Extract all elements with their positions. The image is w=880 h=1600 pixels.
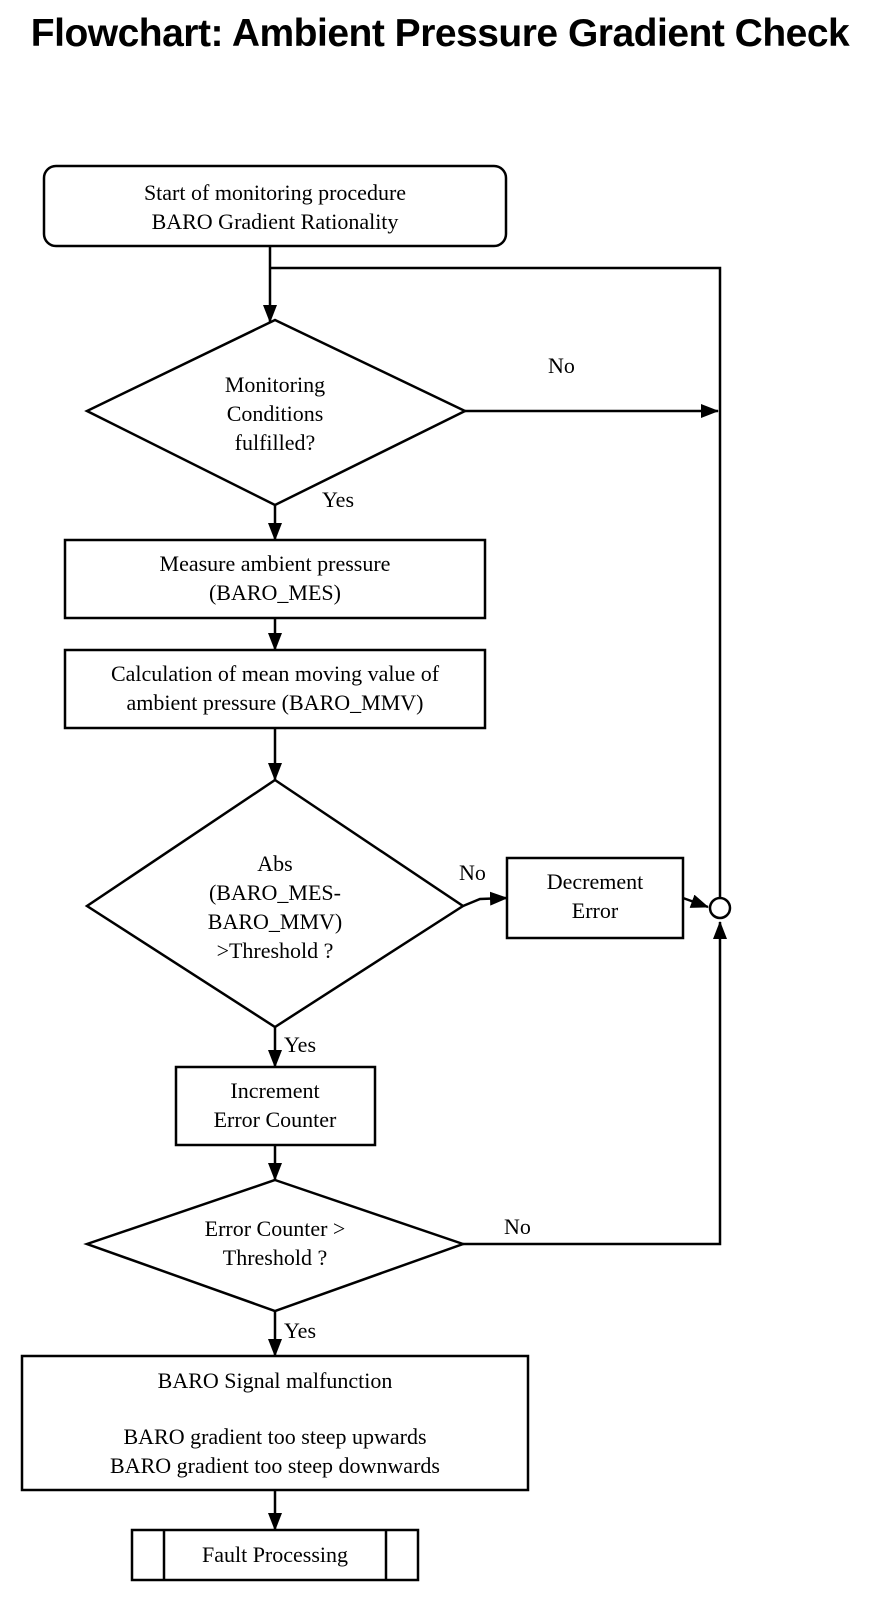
- node-malfunction: BARO Signal malfunction BARO gradient to…: [20, 1354, 530, 1492]
- edge-abs-no: [462, 891, 508, 908]
- fault-line-1: Fault Processing: [202, 1542, 348, 1567]
- abs-line-2: (BARO_MES-: [209, 880, 341, 905]
- calculate-line-2: ambient pressure (BARO_MMV): [127, 690, 424, 715]
- edge-counter-no: [463, 921, 727, 1246]
- node-measure: Measure ambient pressure (BARO_MES): [63, 538, 487, 620]
- conditions-line-2: Conditions: [227, 401, 324, 426]
- calculate-line-1: Calculation of mean moving value of: [111, 661, 440, 686]
- node-conditions-decision: Monitoring Conditions fulfilled?: [84, 318, 468, 507]
- increment-line-2: Error Counter: [214, 1107, 337, 1132]
- node-increment: Increment Error Counter: [174, 1065, 377, 1147]
- abs-yes-label: Yes: [284, 1032, 316, 1057]
- node-calculate: Calculation of mean moving value of ambi…: [63, 648, 487, 730]
- abs-no-label: No: [459, 860, 486, 885]
- page-title: Flowchart: Ambient Pressure Gradient Che…: [30, 12, 850, 55]
- conditions-no-label: No: [548, 353, 575, 378]
- malfunction-line-3: BARO gradient too steep downwards: [110, 1453, 440, 1478]
- junction-circle: [708, 896, 732, 920]
- edge-loop-return: [270, 266, 722, 897]
- conditions-line-1: Monitoring: [225, 372, 325, 397]
- conditions-yes-label: Yes: [322, 487, 354, 512]
- counter-line-2: Threshold ?: [223, 1245, 327, 1270]
- measure-line-1: Measure ambient pressure: [160, 551, 391, 576]
- start-line-2: BARO Gradient Rationality: [152, 209, 399, 234]
- edge-decrement-to-junction: [682, 894, 709, 909]
- decrement-line-1: Decrement: [547, 869, 644, 894]
- measure-line-2: (BARO_MES): [209, 580, 341, 605]
- abs-line-3: BARO_MMV): [208, 909, 342, 934]
- node-fault-processing: Fault Processing: [130, 1528, 420, 1582]
- node-counter-decision: Error Counter > Threshold ?: [83, 1178, 467, 1313]
- abs-line-1: Abs: [257, 851, 292, 876]
- malfunction-line-2: BARO gradient too steep upwards: [123, 1424, 426, 1449]
- node-decrement: Decrement Error: [505, 856, 685, 940]
- malfunction-line-1: BARO Signal malfunction: [158, 1368, 393, 1393]
- node-abs-decision: Abs (BARO_MES- BARO_MMV) >Threshold ?: [84, 778, 466, 1029]
- connectors: [263, 244, 727, 1531]
- counter-no-label: No: [504, 1214, 531, 1239]
- decrement-line-2: Error: [572, 898, 619, 923]
- conditions-line-3: fulfilled?: [235, 430, 316, 455]
- counter-line-1: Error Counter >: [205, 1216, 346, 1241]
- node-start: Start of monitoring procedure BARO Gradi…: [42, 164, 508, 248]
- abs-line-4: >Threshold ?: [217, 938, 334, 963]
- start-line-1: Start of monitoring procedure: [144, 180, 406, 205]
- counter-yes-label: Yes: [284, 1318, 316, 1343]
- increment-line-1: Increment: [230, 1078, 319, 1103]
